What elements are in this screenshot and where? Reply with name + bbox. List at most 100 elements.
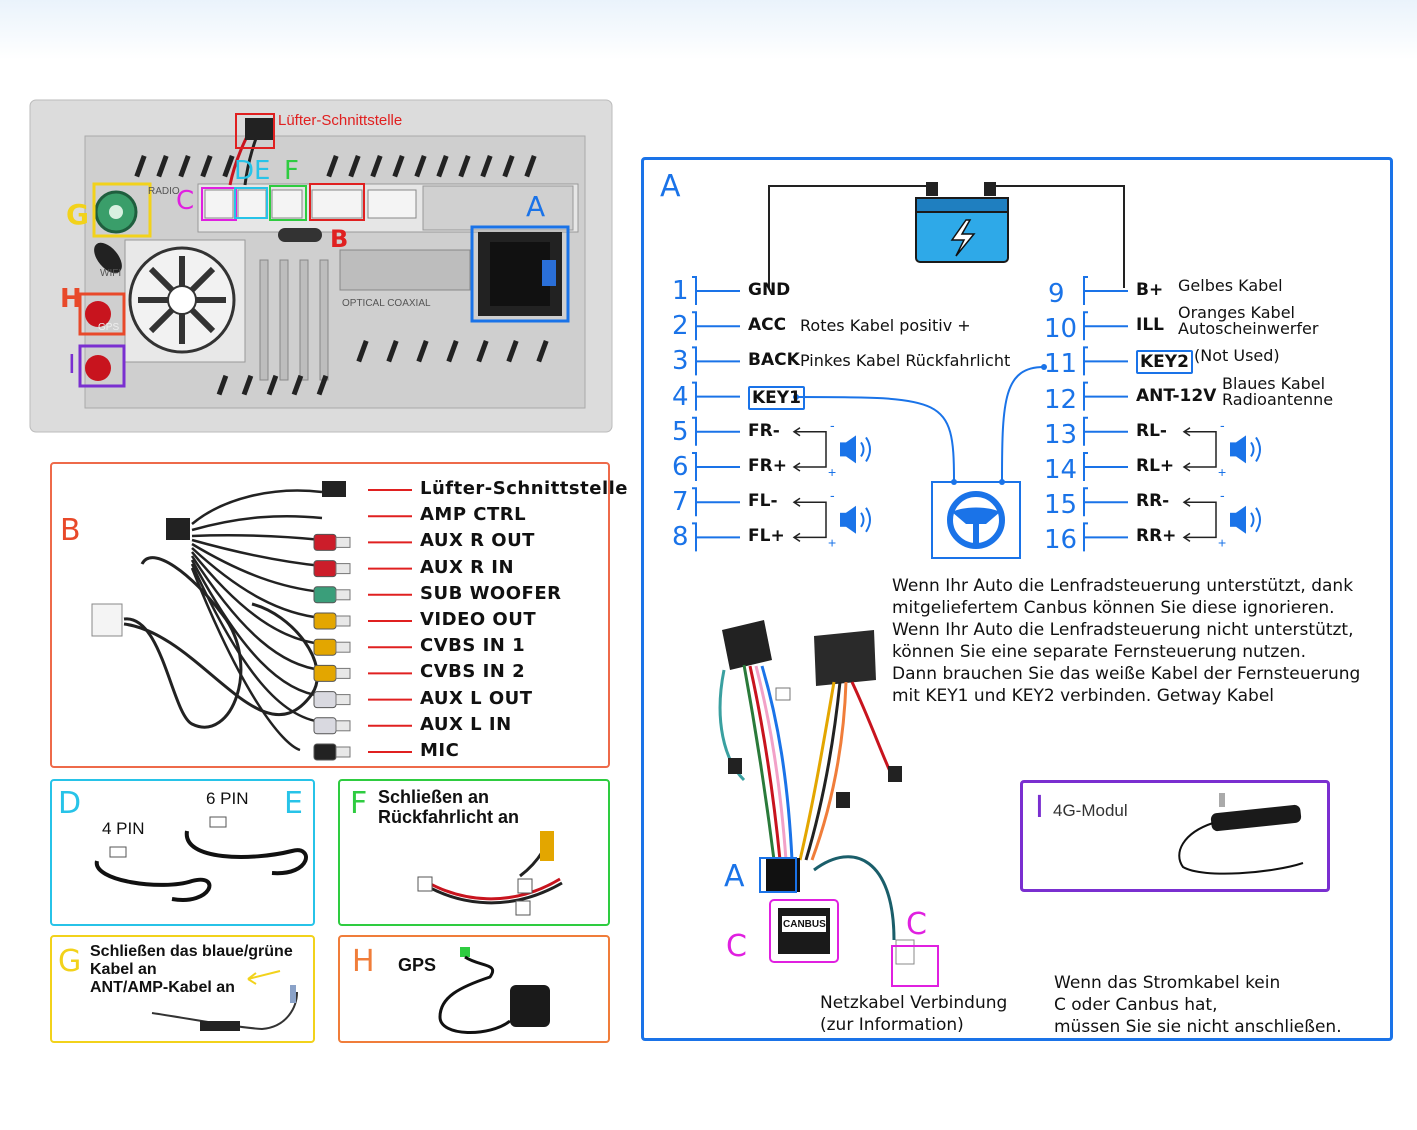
right-pin-name-11: KEY2 xyxy=(1136,350,1193,375)
left-pin-line-7 xyxy=(692,487,740,517)
av-cable-drawing xyxy=(91,481,412,761)
fan-plug xyxy=(322,481,346,497)
panel-i-label: 4G-Modul xyxy=(1053,801,1128,820)
radio-label: RADIO xyxy=(148,186,180,197)
left-pin-num-4: 4 xyxy=(672,381,689,412)
info-line-3: können Sie eine separate Fernsteuerung n… xyxy=(892,642,1306,662)
speaker-plus-3: + xyxy=(1218,534,1226,550)
gps-antenna-drawing xyxy=(438,947,550,1034)
right-pin-name-15: RR- xyxy=(1136,491,1170,512)
right-pin-desc1-10: Oranges Kabel xyxy=(1178,303,1295,323)
rca-plug-6 xyxy=(313,638,337,656)
right-pin-desc1-9: Gelbes Kabel xyxy=(1178,276,1283,295)
right-pin-name-10: ILL xyxy=(1136,315,1164,336)
speaker-icon-3 xyxy=(1230,505,1261,534)
marker-a: A xyxy=(526,190,546,223)
right-pin-num-13: 13 xyxy=(1044,419,1078,450)
rca-tip-4 xyxy=(335,589,351,601)
de-cables-drawing xyxy=(94,816,308,902)
right-pin-name-14: RL+ xyxy=(1136,456,1175,476)
left-pin-name-2: ACC xyxy=(748,315,787,336)
harness-marker-a: A xyxy=(724,859,745,894)
panel-a: A -+-+-+-+ xyxy=(641,157,1393,1041)
left-pin-name-5: FR- xyxy=(748,420,780,441)
speaker-bracket-2 xyxy=(1184,431,1217,468)
rca-tip-10 xyxy=(335,746,351,758)
rca-plug-10 xyxy=(313,743,337,761)
panel-a-letter: A xyxy=(660,169,681,204)
panel-de: D E 4 PIN 6 PIN xyxy=(50,779,315,926)
panel-g-line1: Schließen das blaue/grüne xyxy=(90,943,293,960)
rca-tip-8 xyxy=(335,694,351,706)
marker-g: G xyxy=(66,198,89,231)
panel-h-label: GPS xyxy=(398,955,437,975)
panel-g-letter: G xyxy=(58,944,82,979)
left-pin-num-3: 3 xyxy=(672,346,689,377)
right-pin-line-13 xyxy=(1083,416,1128,446)
speaker-icon-2 xyxy=(1230,435,1261,464)
speaker-bracket-3 xyxy=(1184,501,1217,539)
right-pin-line-16 xyxy=(1083,522,1128,552)
left-pin-line-1 xyxy=(692,276,740,305)
right-pin-num-10: 10 xyxy=(1044,314,1078,345)
right-pin-line-14 xyxy=(1083,452,1128,481)
right-pin-num-15: 15 xyxy=(1044,490,1078,521)
info-line-4: Dann brauchen Sie das weiße Kabel der Fe… xyxy=(892,664,1361,684)
rca-tip-9 xyxy=(335,720,351,732)
left-pin-num-8: 8 xyxy=(672,522,689,553)
rca-plug-9 xyxy=(313,717,337,735)
panel-f: F Schließen an Rückfahrlicht an xyxy=(338,779,610,926)
marker-h: H xyxy=(60,284,82,314)
gps-label: GPS xyxy=(98,322,120,333)
right-pin-num-16: 16 xyxy=(1044,525,1078,556)
panel-g-line2: Kabel an xyxy=(90,961,157,978)
right-pin-desc2-12: Radioantenne xyxy=(1222,389,1334,409)
lte-antenna-drawing xyxy=(1178,793,1304,875)
right-pin-name-13: RL- xyxy=(1136,420,1167,441)
b-item-0: Lüfter-Schnittstelle xyxy=(420,478,628,499)
marker-f: F xyxy=(284,156,299,186)
left-pin-line-2 xyxy=(692,311,740,341)
right-pin-num-9: 9 xyxy=(1048,279,1065,309)
wifi-label: WIFI xyxy=(100,268,122,279)
speaker-icon-1 xyxy=(840,505,871,534)
left-pin-num-5: 5 xyxy=(672,416,689,447)
info-line-1: mitgeliefertem Canbus können Sie diese i… xyxy=(892,598,1335,618)
rca-plug-8 xyxy=(313,691,337,709)
speaker-bracket-1 xyxy=(794,501,827,539)
note-line1: Wenn das Stromkabel kein xyxy=(1054,973,1281,993)
optical-coaxial-label: OPTICAL COAXIAL xyxy=(342,298,431,309)
speaker-arrows-3 xyxy=(1182,497,1191,543)
harness-marker-c-right: C xyxy=(906,907,927,942)
ant-cable-drawing xyxy=(151,970,298,1031)
speaker-plus-2: + xyxy=(1218,464,1226,480)
rca-tip-7 xyxy=(335,667,351,679)
right-pin-name-16: RR+ xyxy=(1136,526,1177,547)
marker-c: C xyxy=(176,186,195,216)
b-item-2: AUX R OUT xyxy=(420,530,535,552)
right-pin-num-12: 12 xyxy=(1044,384,1078,415)
rca-tip-6 xyxy=(335,641,351,653)
speaker-icon-0 xyxy=(840,435,871,464)
marker-i: I xyxy=(68,350,76,380)
netzkabel-line1: Netzkabel Verbindung xyxy=(820,993,1008,1013)
iso-wiring-drawing: -+-+-+-+ xyxy=(692,182,1261,987)
harness-marker-c-left: C xyxy=(726,929,747,964)
panel-h: H GPS xyxy=(338,935,610,1043)
b-item-3: AUX R IN xyxy=(420,556,515,578)
speaker-minus-1: - xyxy=(830,487,835,503)
note-line3: müssen Sie sie nicht anschließen. xyxy=(1054,1017,1342,1037)
right-pin-name-12: ANT-12V xyxy=(1136,385,1217,406)
marker-d: D xyxy=(234,156,255,186)
speaker-plus-1: + xyxy=(828,534,836,550)
panel-e-letter: E xyxy=(284,786,303,821)
right-pin-line-12 xyxy=(1083,381,1128,411)
b-item-6: CVBS IN 1 xyxy=(420,635,526,657)
right-pin-desc1-11: (Not Used) xyxy=(1194,346,1280,366)
left-pin-name-3: BACK xyxy=(748,350,800,371)
canbus-label: CANBUS xyxy=(783,919,826,930)
fan-interface-label: Lüfter-Schnittstelle xyxy=(278,112,403,129)
speaker-plus-0: + xyxy=(828,464,836,480)
rca-tip-2 xyxy=(335,536,351,548)
